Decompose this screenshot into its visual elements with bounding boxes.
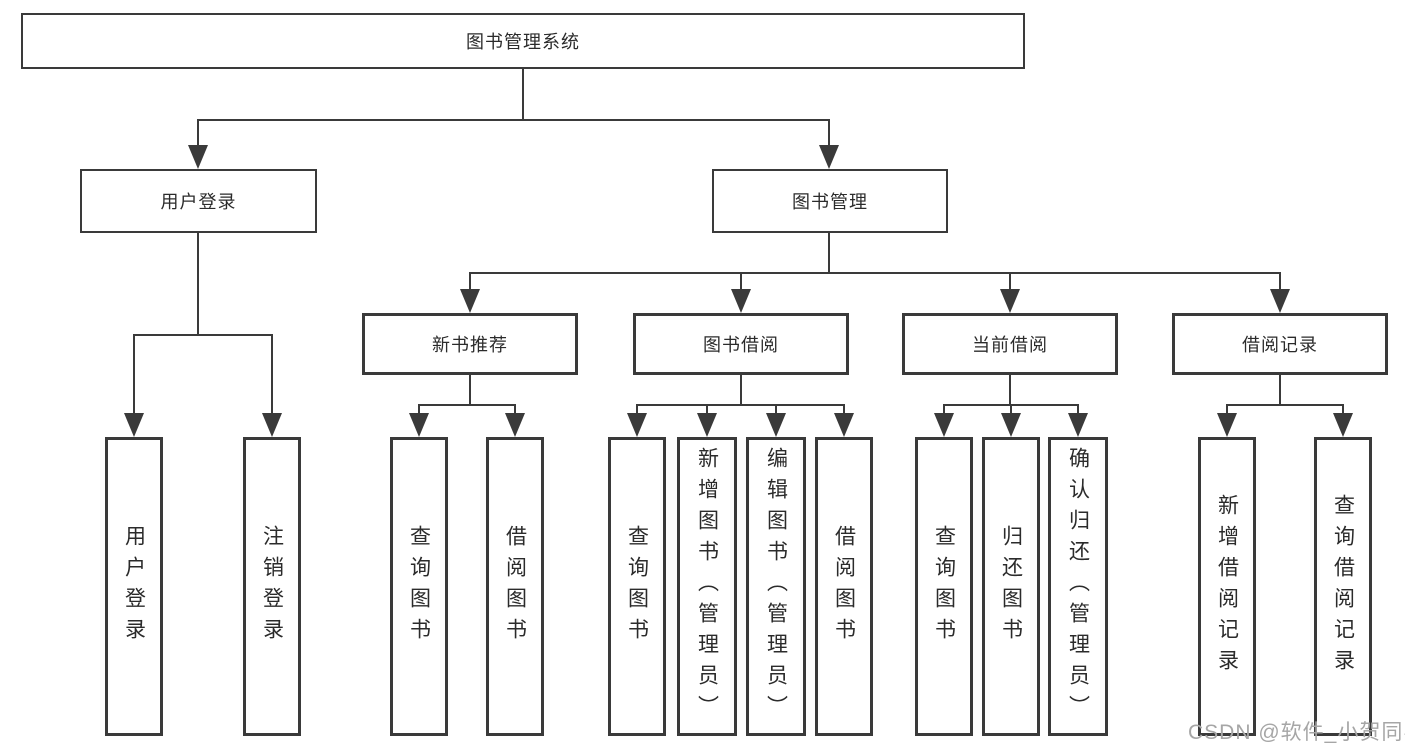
arrowhead-down-icon (934, 413, 954, 437)
leaf-current-query-book-label: 查询图书 (932, 524, 956, 649)
connector-vline (1077, 404, 1079, 415)
connector-vline (1226, 404, 1228, 415)
node-borrow-records-label: 借阅记录 (1242, 335, 1318, 355)
leaf-borrow-query-book-label: 查询图书 (625, 524, 649, 649)
connector-vline (1279, 272, 1281, 291)
leaf-current-confirm-return-admin: 确认归还（管理员） (1048, 437, 1108, 736)
connector-vline (197, 119, 199, 147)
connector-hline (418, 404, 516, 406)
arrowhead-down-icon (1001, 413, 1021, 437)
connector-vline (514, 404, 516, 415)
connector-hline (636, 404, 845, 406)
connector-vline (636, 404, 638, 415)
connector-vline (828, 233, 830, 274)
connector-vline (469, 272, 471, 291)
leaf-current-return-book-label: 归还图书 (999, 524, 1023, 649)
node-new-book-recommend-label: 新书推荐 (432, 335, 508, 355)
csdn-watermark: CSDN @软件_小贺同学 (1188, 721, 1405, 744)
connector-hline (469, 272, 1281, 274)
node-new-book-recommend: 新书推荐 (362, 313, 578, 375)
arrowhead-down-icon (124, 413, 144, 437)
leaf-borrow-edit-book-admin-label: 编辑图书（管理员） (764, 447, 788, 726)
leaf-borrow-borrow-book: 借阅图书 (815, 437, 873, 736)
leaf-logout-label: 注销登录 (260, 524, 284, 649)
arrowhead-down-icon (1068, 413, 1088, 437)
connector-vline (469, 375, 471, 406)
leaf-user-login-label: 用户登录 (122, 524, 146, 649)
leaf-borrow-query-book: 查询图书 (608, 437, 666, 736)
leaf-recommend-borrow-book-label: 借阅图书 (503, 524, 527, 649)
arrowhead-down-icon (697, 413, 717, 437)
leaf-records-query-record-label: 查询借阅记录 (1331, 493, 1355, 680)
node-current-borrow: 当前借阅 (902, 313, 1118, 375)
leaf-recommend-query-book-label: 查询图书 (407, 524, 431, 649)
arrowhead-down-icon (627, 413, 647, 437)
node-user-login: 用户登录 (80, 169, 317, 233)
leaf-recommend-borrow-book: 借阅图书 (486, 437, 544, 736)
connector-vline (775, 404, 777, 415)
connector-vline (706, 404, 708, 415)
arrowhead-down-icon (460, 289, 480, 313)
arrowhead-down-icon (766, 413, 786, 437)
node-book-management-label: 图书管理 (792, 192, 868, 212)
connector-hline (133, 334, 273, 336)
leaf-current-confirm-return-admin-label: 确认归还（管理员） (1066, 447, 1090, 726)
leaf-records-add-record: 新增借阅记录 (1198, 437, 1256, 736)
leaf-borrow-edit-book-admin: 编辑图书（管理员） (746, 437, 806, 736)
arrowhead-down-icon (834, 413, 854, 437)
connector-vline (271, 334, 273, 414)
arrowhead-down-icon (505, 413, 525, 437)
arrowhead-down-icon (1333, 413, 1353, 437)
connector-vline (740, 272, 742, 291)
node-library-system: 图书管理系统 (21, 13, 1025, 69)
node-book-borrow: 图书借阅 (633, 313, 849, 375)
arrowhead-down-icon (262, 413, 282, 437)
connector-vline (197, 233, 199, 336)
leaf-recommend-query-book: 查询图书 (390, 437, 448, 736)
connector-vline (943, 404, 945, 415)
node-book-management: 图书管理 (712, 169, 948, 233)
leaf-current-return-book: 归还图书 (982, 437, 1040, 736)
leaf-user-login: 用户登录 (105, 437, 163, 736)
connector-hline (197, 119, 830, 121)
arrowhead-down-icon (731, 289, 751, 313)
arrowhead-down-icon (188, 145, 208, 169)
leaf-records-query-record: 查询借阅记录 (1314, 437, 1372, 736)
connector-vline (418, 404, 420, 415)
connector-vline (740, 375, 742, 406)
leaf-borrow-borrow-book-label: 借阅图书 (832, 524, 856, 649)
leaf-current-query-book: 查询图书 (915, 437, 973, 736)
node-user-login-label: 用户登录 (160, 192, 237, 212)
leaf-borrow-add-book-admin: 新增图书（管理员） (677, 437, 737, 736)
connector-vline (828, 119, 830, 147)
node-current-borrow-label: 当前借阅 (972, 335, 1048, 355)
connector-vline (522, 69, 524, 121)
leaf-records-add-record-label: 新增借阅记录 (1215, 493, 1239, 680)
arrowhead-down-icon (819, 145, 839, 169)
connector-vline (1279, 375, 1281, 406)
connector-vline (1342, 404, 1344, 415)
connector-vline (1009, 375, 1011, 406)
leaf-logout: 注销登录 (243, 437, 301, 736)
node-library-system-label: 图书管理系统 (466, 32, 580, 52)
connector-vline (1009, 272, 1011, 291)
connector-vline (843, 404, 845, 415)
connector-hline (1226, 404, 1344, 406)
connector-vline (133, 334, 135, 414)
arrowhead-down-icon (1217, 413, 1237, 437)
connector-vline (1010, 404, 1012, 415)
node-borrow-records: 借阅记录 (1172, 313, 1388, 375)
leaf-borrow-add-book-admin-label: 新增图书（管理员） (695, 447, 719, 726)
arrowhead-down-icon (1270, 289, 1290, 313)
arrowhead-down-icon (409, 413, 429, 437)
arrowhead-down-icon (1000, 289, 1020, 313)
node-book-borrow-label: 图书借阅 (703, 335, 779, 355)
